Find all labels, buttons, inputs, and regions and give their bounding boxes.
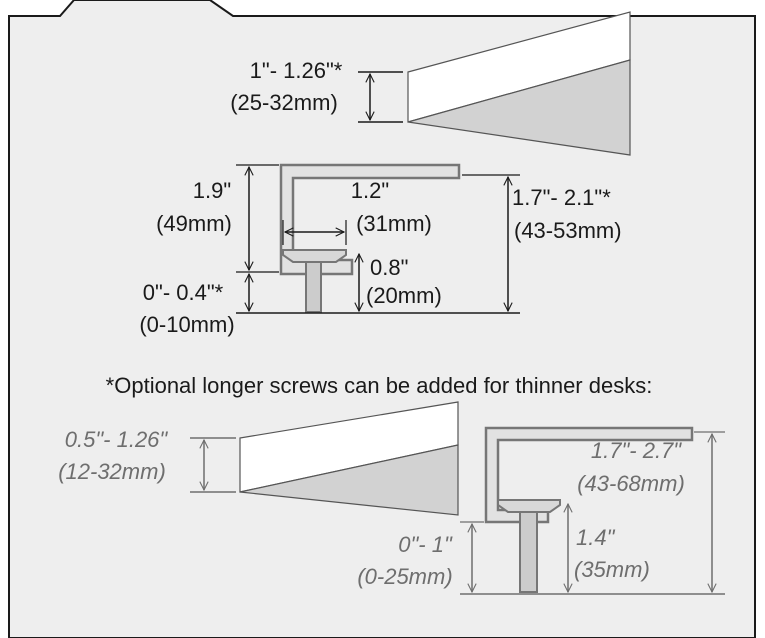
desk-edge-top xyxy=(407,11,631,156)
panel-background xyxy=(8,0,756,638)
long-screw-below-inches: 0"- 1" xyxy=(398,532,453,557)
thin-desk-thickness-inches: 0.5"- 1.26" xyxy=(65,427,169,452)
clamp-height-mm: (49mm) xyxy=(156,211,232,236)
screw-travel-inches: 0.8" xyxy=(370,255,408,280)
long-screw-clamp-body xyxy=(484,426,694,524)
screw-below-inches: 0"- 0.4"* xyxy=(143,280,224,305)
jaw-depth-inches: 1.2" xyxy=(351,178,389,203)
long-screw-travel-mm: (35mm) xyxy=(574,557,650,582)
long-screw-below-mm: (0-25mm) xyxy=(357,564,452,589)
clamp-pad xyxy=(282,249,347,263)
screw-below-mm: (0-10mm) xyxy=(139,312,234,337)
desk-thickness-mm: (25-32mm) xyxy=(230,90,338,115)
long-screw-opening-mm: (43-68mm) xyxy=(577,471,685,496)
clamp-screw xyxy=(305,261,322,313)
panel-frame xyxy=(0,0,74,638)
long-screw xyxy=(519,511,538,593)
screw-travel-mm: (20mm) xyxy=(366,283,442,308)
optional-screws-note: *Optional longer screws can be added for… xyxy=(106,373,653,398)
jaw-depth-mm: (31mm) xyxy=(356,211,432,236)
long-screw-opening-inches: 1.7"- 2.7" xyxy=(591,438,682,463)
opening-inches: 1.7"- 2.1"* xyxy=(512,185,611,210)
thin-desk-edge xyxy=(239,401,459,516)
clamp-height-inches: 1.9" xyxy=(193,178,231,203)
opening-mm: (43-53mm) xyxy=(514,218,622,243)
desk-thickness-inches: 1"- 1.26"* xyxy=(250,58,343,83)
long-screw-travel-inches: 1.4" xyxy=(576,525,616,550)
thin-desk-thickness-mm: (12-32mm) xyxy=(58,459,166,484)
long-screw-pad xyxy=(497,499,561,513)
